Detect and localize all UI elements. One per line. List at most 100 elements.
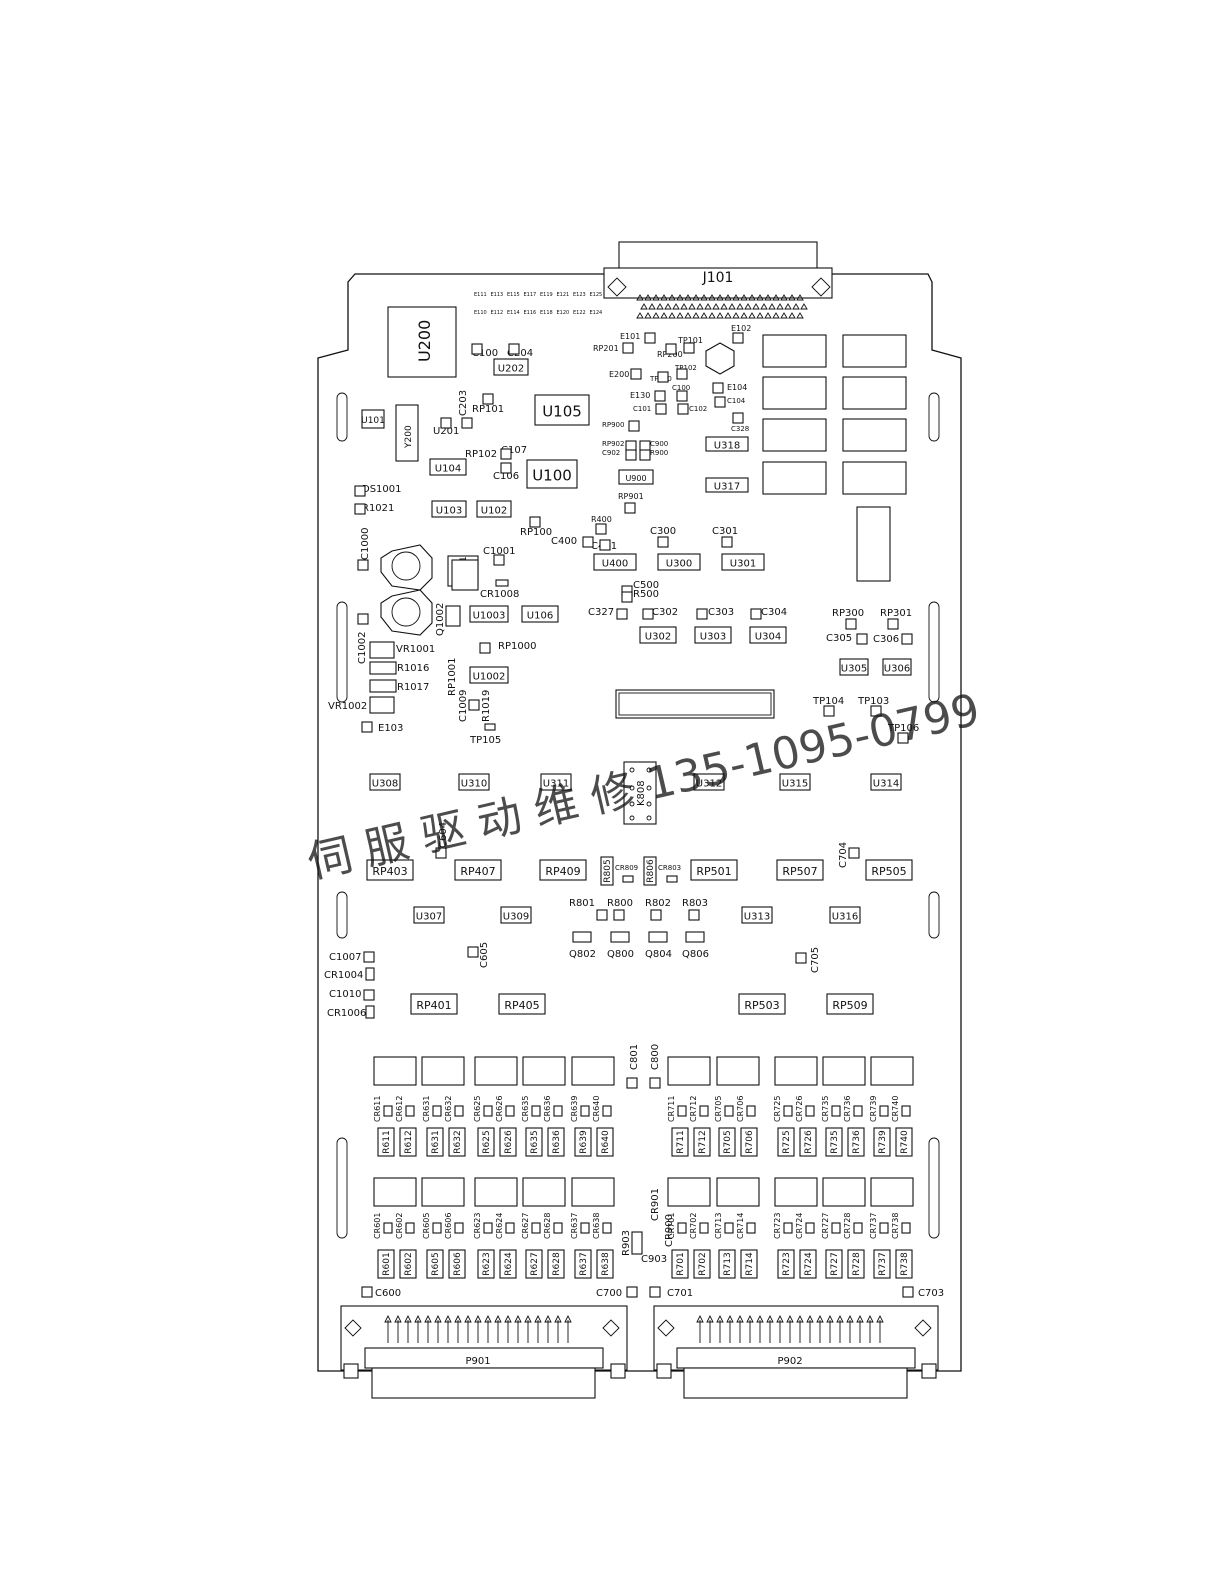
part-rp505: RP505: [865, 859, 913, 881]
part-rp100: RP100: [520, 527, 552, 538]
part-c1010: C1010: [329, 989, 361, 1000]
board-shape: [750, 608, 762, 620]
component-label: CR601: [373, 1213, 382, 1239]
board-shape: [666, 875, 678, 883]
component-label: CR723: [773, 1213, 782, 1239]
component-label: R1017: [397, 682, 429, 693]
board-shape: [724, 294, 732, 301]
part-c800: C800: [650, 1044, 661, 1070]
board-shape: [643, 856, 657, 886]
board-shape: [458, 773, 490, 791]
board-shape: [636, 294, 808, 319]
resistor-r624: R624: [499, 1249, 517, 1279]
board-shape: [842, 376, 907, 410]
board-shape: [796, 1314, 804, 1323]
component-label: C1007: [329, 952, 361, 963]
component-label: C1002: [357, 632, 368, 664]
part-rp1001: RP1001: [447, 658, 458, 696]
jumper-label: E120: [557, 310, 570, 316]
jumper-label: E113: [491, 292, 504, 298]
component-label: CR636: [543, 1096, 552, 1122]
board-shape: [479, 642, 491, 654]
part-rp507: RP507: [776, 859, 824, 881]
board-shape: [732, 332, 744, 344]
component-label: RP100: [520, 527, 552, 538]
part-c701: C701: [667, 1288, 693, 1299]
board-shape: [451, 559, 479, 591]
board-shape: [688, 909, 700, 921]
part-c204: C204: [507, 348, 533, 359]
diode-cr628: CR628: [543, 1213, 563, 1239]
board-shape: [454, 1222, 464, 1234]
part-c301: C301: [712, 526, 738, 537]
part-rp503: RP503: [738, 993, 786, 1015]
component-label: U311: [543, 779, 569, 790]
board-shape: [740, 294, 748, 301]
board-shape: [336, 891, 348, 939]
component-label: C300: [650, 526, 676, 537]
component-label: R639: [579, 1130, 589, 1154]
board-shape: [639, 626, 677, 644]
board-shape: [444, 1314, 452, 1323]
board-shape: [716, 1314, 724, 1323]
component-label: R1019: [481, 690, 492, 722]
component-label: C305: [826, 633, 852, 644]
board-shape: [399, 1249, 417, 1279]
diode-cr605: CR605: [422, 1213, 442, 1239]
board-shape: [365, 1005, 375, 1019]
board-shape: [721, 553, 765, 571]
part-u202: U202: [493, 358, 529, 376]
jumper-label: E112: [491, 310, 504, 316]
board-shape: [644, 332, 656, 344]
board-shape: [371, 1367, 596, 1399]
part-c106: C106: [493, 471, 519, 482]
board-shape: [336, 1137, 348, 1239]
board-shape: [540, 773, 572, 791]
part-u314: U314: [870, 773, 902, 791]
component-label: C900: [650, 440, 668, 448]
board-shape: [499, 1249, 517, 1279]
component-label: CR626: [495, 1096, 504, 1122]
component-label: C604: [438, 822, 449, 848]
board-shape: [748, 312, 756, 319]
board-shape: [474, 1314, 482, 1323]
board-shape: [395, 404, 419, 462]
jumper-label: E116: [524, 310, 537, 316]
relay-box: [522, 1177, 566, 1207]
board-shape: [469, 605, 509, 623]
component-label: R702: [698, 1252, 708, 1275]
component-label: C106: [493, 471, 519, 482]
component-label: U300: [666, 559, 692, 570]
component-label: R631: [431, 1130, 441, 1153]
label-y200: Y200: [404, 425, 414, 449]
relay-k808: K808: [623, 761, 657, 825]
diode-cr625: CR625: [473, 1096, 493, 1122]
resistor-r702: R702: [693, 1249, 711, 1279]
relay-block: [762, 334, 907, 582]
component-label: CR706: [736, 1096, 745, 1122]
diode-cr735: CR735: [821, 1096, 841, 1122]
part-r805: R805: [600, 856, 614, 886]
board-shape: [826, 993, 874, 1015]
board-shape: [405, 1222, 415, 1234]
resistor-r601: R601: [377, 1249, 395, 1279]
component-label: C303: [708, 607, 734, 618]
component-label: CR900: [664, 1214, 675, 1247]
component-label: CR713: [714, 1213, 723, 1239]
part-c500: C500: [633, 580, 659, 591]
component-label: TP101: [677, 336, 703, 345]
part-cr803: CR803: [658, 864, 681, 872]
board-shape: [391, 597, 421, 627]
board-shape: [856, 506, 891, 582]
part-rp509: RP509: [826, 993, 874, 1015]
board-shape: [766, 1314, 774, 1323]
component-label: R705: [723, 1130, 733, 1153]
part-rp101: RP101: [472, 404, 504, 415]
component-label: C1009: [458, 690, 469, 722]
part-u313: U313: [741, 906, 773, 924]
board-shape: [928, 891, 940, 939]
relay-box: [667, 1056, 711, 1086]
board-shape: [777, 1249, 795, 1279]
board-shape: [652, 312, 660, 319]
board-shape: [901, 633, 913, 645]
